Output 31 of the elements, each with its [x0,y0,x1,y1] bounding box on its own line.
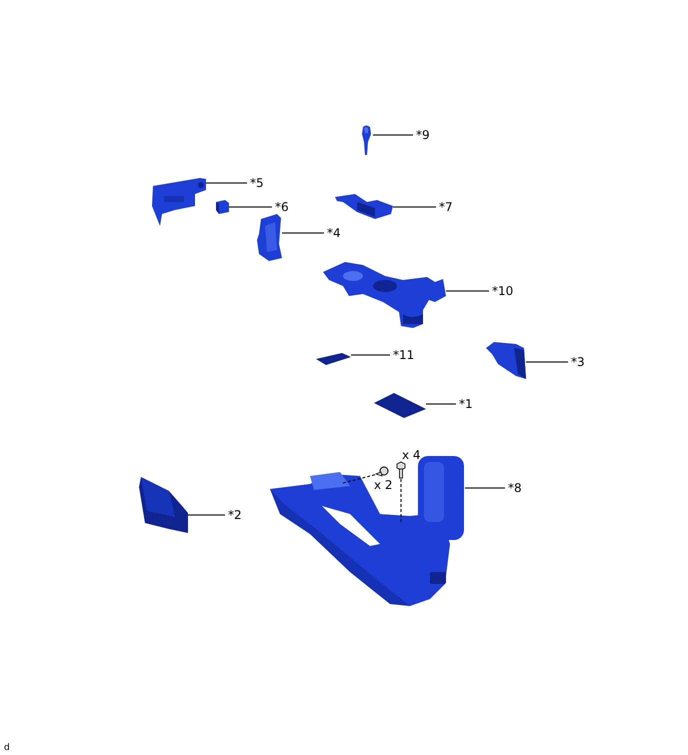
clip-drawing [216,200,229,214]
callout-number: *2 [228,508,242,522]
quantity-label: x 4 [402,448,421,462]
callout-number: *4 [327,226,341,240]
cover-drawing [486,342,526,379]
leader-line [228,206,272,208]
callout-number: *5 [250,176,264,190]
callout-number: *10 [492,284,514,298]
knob-drawing [359,124,373,156]
bracket-drawing [323,260,446,328]
callout-number: *6 [275,200,289,214]
quantity-label: x 2 [374,478,393,492]
side-panel-drawing [139,477,188,533]
leader-line [282,232,324,234]
leader-line [392,206,436,208]
leader-line [350,354,390,356]
callout-number: *7 [439,200,453,214]
cover-drawing [255,214,282,261]
panel-drawing [150,176,206,226]
figure-code: d [4,742,10,755]
callout-number: *11 [393,348,414,362]
leader-line [188,514,226,516]
callout-number: *1 [459,397,473,411]
bezel-drawing [335,192,393,219]
leader-line [206,182,248,184]
callout-number: *3 [571,355,585,369]
callout-number: *8 [508,481,522,495]
callout-number: *9 [416,128,430,142]
mat-drawing [374,393,426,418]
leader-line [446,290,490,292]
leader-line [372,134,414,136]
